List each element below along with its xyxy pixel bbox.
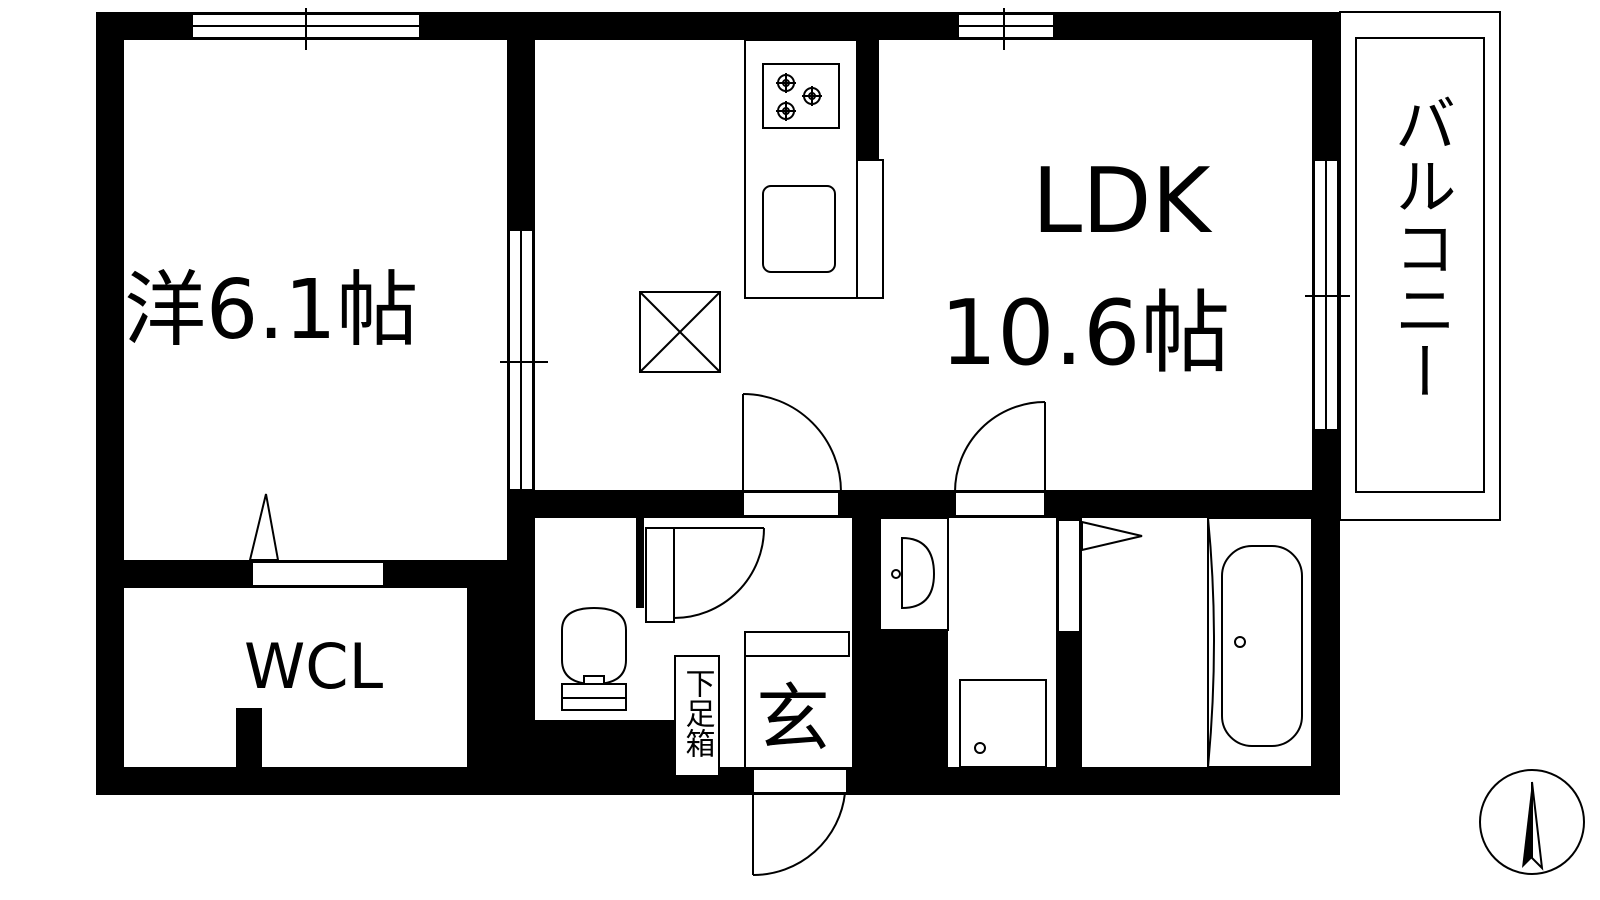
washroom-door xyxy=(1057,519,1143,633)
entrance-door xyxy=(752,768,848,877)
toilet-door xyxy=(645,527,765,623)
balcony-label: バルコニー xyxy=(1384,92,1457,402)
shoe-box-label: 下足箱 xyxy=(680,668,716,758)
ldk-door-left xyxy=(742,393,842,517)
outer-walls xyxy=(96,12,1340,795)
washing-machine-space xyxy=(959,679,1047,768)
western-room-label: 洋6.1帖 xyxy=(124,263,418,358)
ldk-door-right xyxy=(954,401,1046,517)
window-top-left xyxy=(191,8,421,50)
washbasin-icon xyxy=(879,517,949,631)
interior-window xyxy=(500,229,548,491)
sink-icon xyxy=(762,185,836,273)
wcl-door xyxy=(248,493,385,587)
ldk-size-label: 10.6帖 xyxy=(940,281,1230,386)
bathtub-icon xyxy=(1207,517,1313,768)
ldk-label: LDK xyxy=(1032,149,1212,254)
fridge-space xyxy=(639,291,721,373)
window-top-right xyxy=(957,8,1055,50)
shoe-box xyxy=(674,655,720,777)
entrance-label: 玄 xyxy=(756,676,830,762)
stove-icon xyxy=(762,63,840,129)
entrance-step xyxy=(744,631,850,767)
toilet-icon xyxy=(561,606,627,711)
window-balcony xyxy=(1305,159,1350,431)
balcony xyxy=(1339,11,1501,521)
north-arrow-icon xyxy=(1479,769,1585,875)
wcl-label: WCL xyxy=(244,630,384,703)
